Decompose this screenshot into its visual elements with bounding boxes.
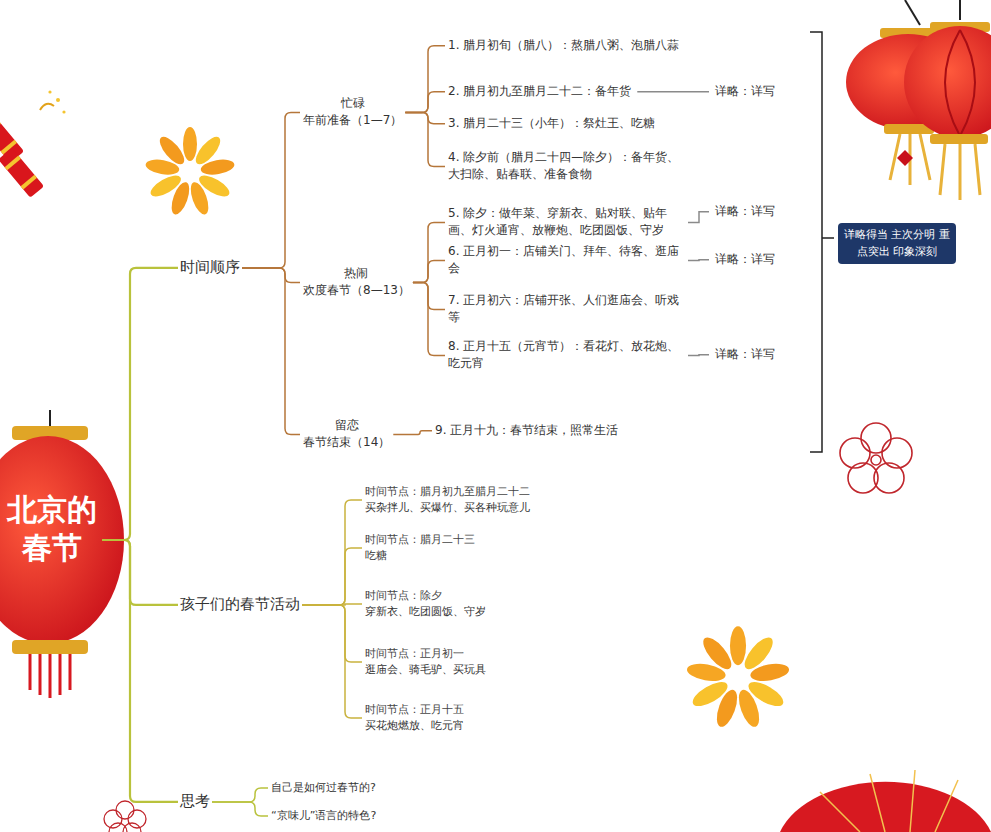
node-text: 北京的春节 bbox=[2, 491, 102, 566]
branch-topic: 孩子们的春节活动 bbox=[178, 592, 302, 618]
node-text: 春节结束（14） bbox=[303, 434, 390, 451]
question-item: “京味儿”语言的特色? bbox=[268, 807, 379, 825]
node-text: 2. 腊月初九至腊月二十二：备年货 bbox=[448, 83, 631, 100]
node-heading: 时间节点：腊月初九至腊月二十二 bbox=[365, 484, 530, 500]
connector bbox=[212, 802, 268, 816]
node-text: 1. 腊月初旬（腊八）：熬腊八粥、泡腊八蒜 bbox=[448, 37, 679, 54]
node-text: 7. 正月初六：店铺开张、人们逛庙会、听戏等 bbox=[448, 292, 682, 327]
event-item: 9. 正月十九：春节结束，照常生活 bbox=[432, 421, 621, 440]
node-text: 5. 除夕：做年菜、穿新衣、贴对联、贴年画、灯火通宵、放鞭炮、吃团圆饭、守岁 bbox=[448, 205, 682, 240]
bracket bbox=[810, 32, 834, 452]
connector bbox=[102, 268, 178, 540]
connector bbox=[302, 548, 362, 605]
question-item: 自己是如何过春节的? bbox=[268, 779, 379, 797]
node-text: 自己是如何过春节的? bbox=[271, 780, 376, 796]
root-topic: 北京的春节 bbox=[2, 491, 102, 566]
firework bbox=[686, 626, 791, 729]
node-heading: 时间节点：正月十五 bbox=[365, 702, 464, 718]
node-heading: 时间节点：除夕 bbox=[365, 588, 486, 604]
event-item: 8. 正月十五（元宵节）：看花灯、放花炮、吃元宵 bbox=[445, 337, 685, 374]
node-text: 4. 除夕前（腊月二十四—除夕）：备年货、大扫除、贴春联、准备食物 bbox=[448, 149, 682, 184]
node-text: 思考 bbox=[180, 791, 210, 813]
connector bbox=[242, 112, 300, 267]
connector bbox=[413, 260, 445, 282]
connector bbox=[102, 540, 178, 605]
node-text: 9. 正月十九：春节结束，照常生活 bbox=[435, 422, 618, 439]
node-text: 时间顺序 bbox=[180, 257, 240, 279]
stage-topic: 忙碌年前准备（1—7） bbox=[300, 94, 405, 131]
node-heading: 忙碌 bbox=[303, 95, 402, 112]
connector bbox=[688, 212, 709, 223]
detail-note: 详略：详写 bbox=[712, 345, 778, 364]
connector bbox=[302, 605, 362, 662]
connector bbox=[302, 605, 362, 718]
connector bbox=[212, 788, 268, 802]
connector bbox=[302, 500, 362, 605]
node-text: “京味儿”语言的特色? bbox=[271, 808, 376, 824]
lanterns bbox=[846, 0, 991, 200]
summary-box: 详略得当 主次分明 重点突出 印象深刻 bbox=[838, 223, 956, 264]
firework bbox=[144, 127, 235, 217]
node-heading: 时间节点：正月初一 bbox=[365, 646, 486, 662]
connector bbox=[413, 282, 445, 355]
root-lantern bbox=[0, 410, 124, 698]
connector bbox=[637, 91, 709, 93]
connector bbox=[405, 92, 445, 113]
connector bbox=[102, 540, 178, 802]
activity-item: 时间节点：正月十五买花炮燃放、吃元宵 bbox=[362, 701, 467, 735]
detail-note: 详略：详写 bbox=[712, 250, 778, 269]
connector bbox=[393, 431, 432, 435]
branch-topic: 思考 bbox=[178, 789, 212, 815]
detail-note: 详略：详写 bbox=[712, 82, 778, 101]
node-text: 3. 腊月二十三（小年）：祭灶王、吃糖 bbox=[448, 115, 655, 132]
stage-topic: 留恋春节结束（14） bbox=[300, 416, 393, 453]
node-heading: 时间节点：腊月二十三 bbox=[365, 532, 475, 548]
event-item: 4. 除夕前（腊月二十四—除夕）：备年货、大扫除、贴春联、准备食物 bbox=[445, 148, 685, 185]
node-text: 详略得当 主次分明 重点突出 印象深刻 bbox=[844, 227, 950, 260]
activity-item: 时间节点：除夕穿新衣、吃团圆饭、守岁 bbox=[362, 587, 489, 621]
node-text: 孩子们的春节活动 bbox=[180, 594, 300, 616]
activity-item: 时间节点：腊月初九至腊月二十二买杂拌儿、买爆竹、买各种玩意儿 bbox=[362, 483, 533, 517]
node-text: 详略：详写 bbox=[715, 346, 775, 363]
node-text: 详略：详写 bbox=[715, 83, 775, 100]
plum-flower bbox=[104, 801, 146, 832]
activity-item: 时间节点：腊月二十三吃糖 bbox=[362, 531, 478, 565]
event-item: 7. 正月初六：店铺开张、人们逛庙会、听戏等 bbox=[445, 291, 685, 328]
node-text: 详略：详写 bbox=[715, 251, 775, 268]
stage-topic: 热闹欢度春节（8—13） bbox=[300, 264, 413, 301]
node-text: 详略：详写 bbox=[715, 203, 775, 220]
activity-item: 时间节点：正月初一逛庙会、骑毛驴、买玩具 bbox=[362, 645, 489, 679]
node-heading: 留恋 bbox=[303, 417, 390, 434]
node-text: 穿新衣、吃团圆饭、守岁 bbox=[365, 604, 486, 620]
detail-note: 详略：详写 bbox=[712, 202, 778, 221]
node-text: 8. 正月十五（元宵节）：看花灯、放花炮、吃元宵 bbox=[448, 338, 682, 373]
connector bbox=[405, 46, 445, 113]
node-heading: 热闹 bbox=[303, 265, 410, 282]
event-item: 2. 腊月初九至腊月二十二：备年货 bbox=[445, 82, 634, 101]
event-item: 6. 正月初一：店铺关门、拜年、待客、逛庙会 bbox=[445, 242, 685, 279]
node-text: 买花炮燃放、吃元宵 bbox=[365, 718, 464, 734]
plum-flower bbox=[840, 423, 912, 493]
connector bbox=[413, 222, 445, 282]
node-text: 吃糖 bbox=[365, 548, 475, 564]
connector bbox=[242, 268, 300, 435]
node-text: 6. 正月初一：店铺关门、拜年、待客、逛庙会 bbox=[448, 243, 682, 278]
connector bbox=[688, 259, 709, 261]
firecrackers bbox=[0, 90, 66, 197]
node-text: 买杂拌儿、买爆竹、买各种玩意儿 bbox=[365, 500, 530, 516]
connector bbox=[242, 268, 300, 283]
connector bbox=[413, 282, 445, 309]
branch-topic: 时间顺序 bbox=[178, 255, 242, 281]
connector bbox=[405, 112, 445, 123]
node-text: 欢度春节（8—13） bbox=[303, 282, 410, 299]
node-text: 年前准备（1—7） bbox=[303, 112, 402, 129]
event-item: 3. 腊月二十三（小年）：祭灶王、吃糖 bbox=[445, 114, 658, 133]
event-item: 1. 腊月初旬（腊八）：熬腊八粥、泡腊八蒜 bbox=[445, 36, 682, 55]
paper-fan bbox=[780, 770, 991, 832]
event-item: 5. 除夕：做年菜、穿新衣、贴对联、贴年画、灯火通宵、放鞭炮、吃团圆饭、守岁 bbox=[445, 204, 685, 241]
node-text: 逛庙会、骑毛驴、买玩具 bbox=[365, 662, 486, 678]
connector bbox=[688, 354, 709, 356]
connector bbox=[405, 112, 445, 166]
